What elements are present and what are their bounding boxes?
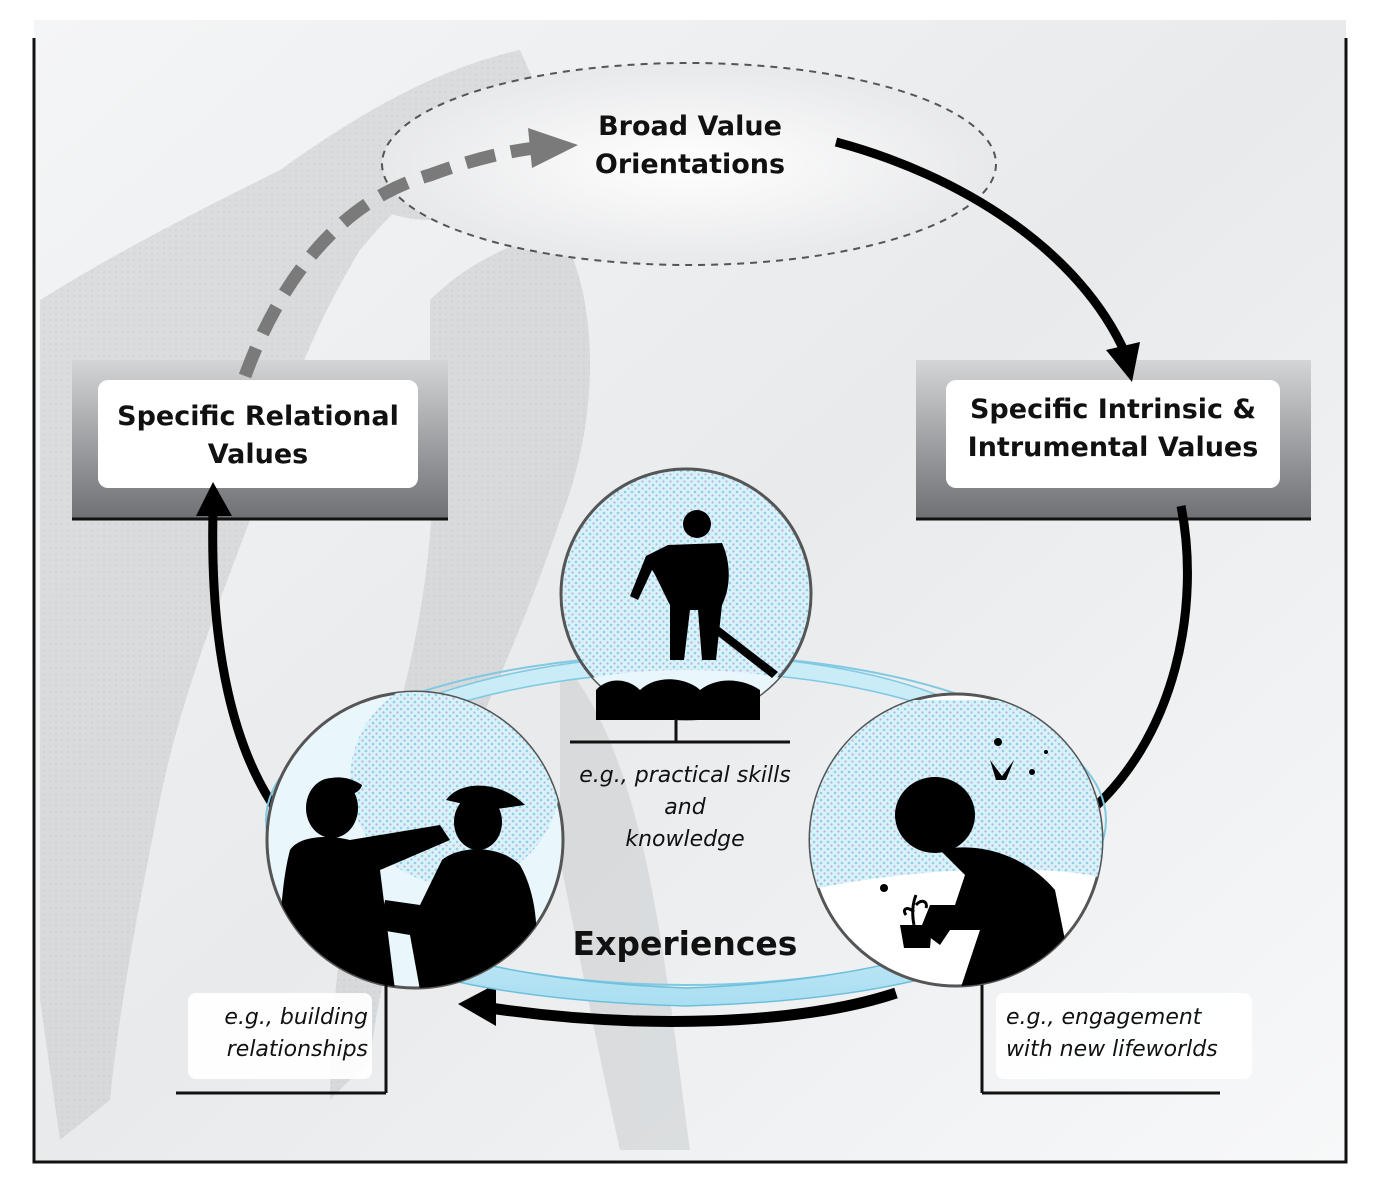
right-node-line1: Specific Intrinsic & (969, 394, 1256, 425)
arrow-experiences-to-relational-head (196, 482, 232, 516)
top-node-line1: Broad Value (598, 111, 782, 142)
left-example-line1: e.g., building (224, 1005, 368, 1030)
top-example-label: e.g., practical skills and knowledge (540, 760, 830, 856)
dashed-arrow-relational-to-broad (238, 140, 546, 379)
two-people-embracing-icon (279, 777, 537, 988)
left-example-line2: relationships (226, 1037, 368, 1062)
person-with-plant-and-butterflies-icon (880, 738, 1075, 986)
left-node-line2: Values (207, 439, 309, 470)
left-node-box (72, 360, 448, 521)
top-example-circle (559, 467, 813, 744)
right-node-box (916, 360, 1311, 521)
arrow-lower-cycle-head (458, 984, 496, 1026)
top-node-line2: Orientations (594, 149, 786, 180)
experiences-label: Experiences (572, 924, 798, 963)
right-example-line2: with new lifeworlds (1006, 1037, 1218, 1062)
right-node-label: Specific Intrinsic & Intrumental Values (946, 391, 1280, 467)
arrow-lower-cycle (489, 987, 898, 1027)
dashed-arrow-head (528, 128, 578, 168)
top-example-line3: knowledge (625, 827, 745, 852)
arrow-broad-to-intrinsic-head (1106, 342, 1140, 382)
right-example-leader (980, 985, 1252, 1095)
person-working-with-tool-icon (596, 510, 778, 720)
left-example-label: e.g., building relationships (188, 1002, 372, 1066)
top-example-line2: and (664, 795, 706, 820)
top-node-ellipse (381, 62, 997, 266)
arrow-broad-to-intrinsic (834, 137, 1131, 357)
left-node-line1: Specific Relational (117, 401, 399, 432)
arrow-intrinsic-to-experiences (1077, 505, 1192, 824)
top-example-line1: e.g., practical skills (579, 763, 791, 788)
right-example-circle (808, 692, 1104, 988)
right-example-label: e.g., engagement with new lifeworlds (1006, 1002, 1252, 1066)
left-example-circle (265, 690, 565, 990)
left-example-leader (176, 985, 388, 1095)
right-node-line2: Intrumental Values (967, 432, 1259, 463)
right-example-line1: e.g., engagement (1006, 1005, 1202, 1030)
frame-border (32, 38, 1348, 1164)
top-node-label: Broad Value Orientations (520, 108, 860, 184)
left-node-label: Specific Relational Values (98, 398, 418, 474)
